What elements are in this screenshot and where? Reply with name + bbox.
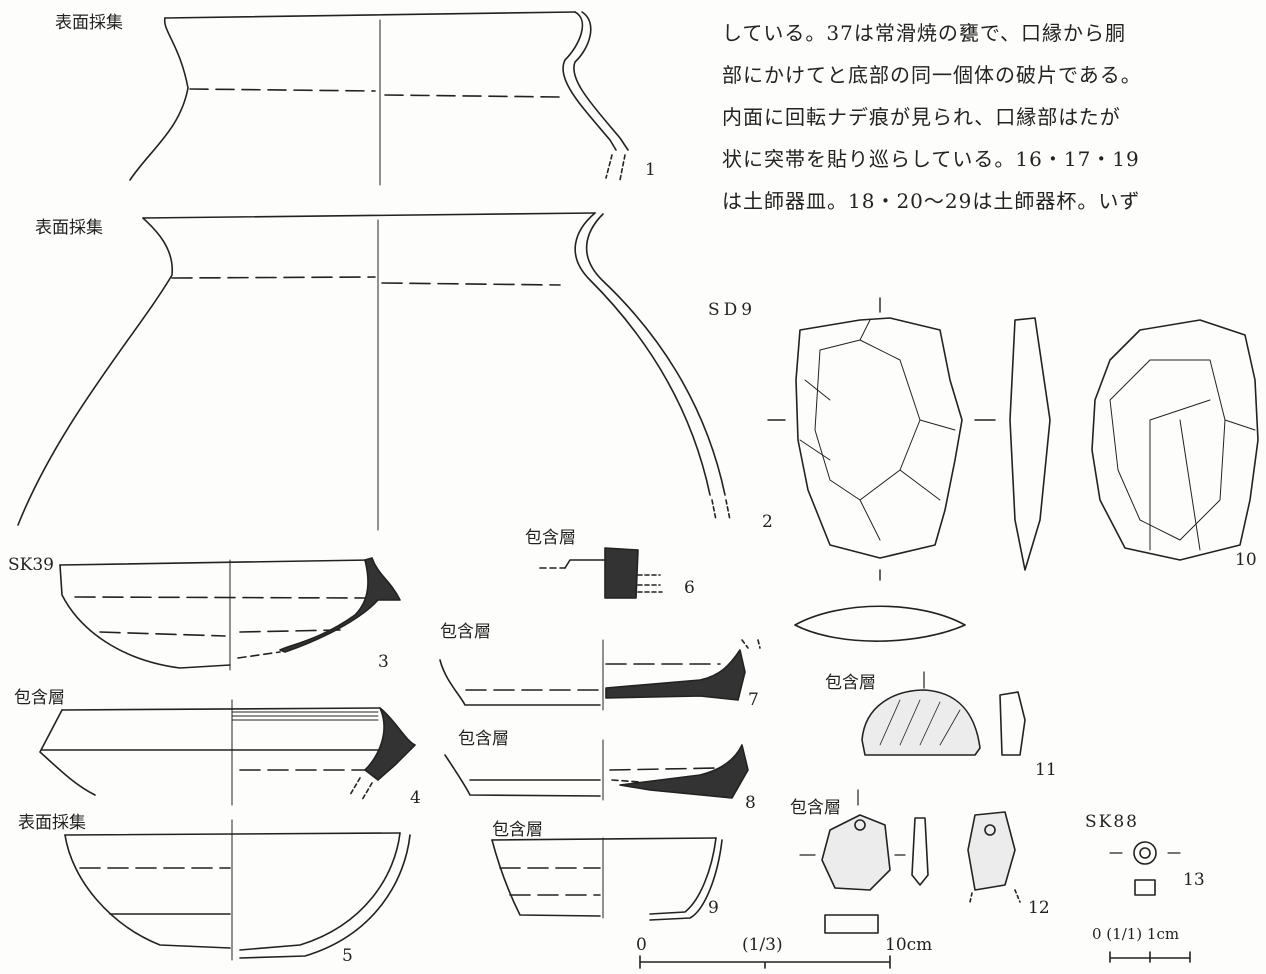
stone-tool-10 bbox=[1091, 319, 1259, 561]
pottery-drawing-6 bbox=[539, 547, 663, 599]
figure-number: 4 bbox=[410, 788, 421, 808]
scale-bar-small bbox=[1109, 951, 1191, 963]
paragraph-line: は土師器皿。18・20～29は土師器杯。いず bbox=[722, 189, 1141, 213]
figure-number: 10 bbox=[1235, 550, 1257, 570]
stone-tool-12 bbox=[799, 789, 1021, 934]
figure-number: 5 bbox=[342, 946, 353, 966]
figure-number: 6 bbox=[684, 578, 695, 598]
bead-13 bbox=[1109, 841, 1181, 896]
provenance-label: 包含層 bbox=[14, 688, 65, 708]
scale-zero-label: 0 bbox=[636, 935, 647, 955]
figure-number: 9 bbox=[708, 898, 719, 918]
paragraph-line: している。37は常滑焼の甕で、口縁から胴 bbox=[722, 21, 1127, 45]
figure-number: 7 bbox=[748, 690, 759, 710]
stone-tool-11 bbox=[861, 671, 1026, 756]
provenance-label: SD9 bbox=[708, 300, 757, 320]
pottery-drawing-7 bbox=[439, 639, 761, 711]
provenance-label: 包含層 bbox=[458, 729, 509, 749]
provenance-label: SK88 bbox=[1085, 812, 1139, 832]
provenance-label: 包含層 bbox=[492, 820, 543, 840]
provenance-label: 表面採集 bbox=[18, 813, 86, 833]
paragraph-line: 状に突帯を貼り巡らしている。16・17・19 bbox=[722, 147, 1140, 171]
figure-number: 3 bbox=[378, 652, 389, 672]
figure-number: 2 bbox=[762, 512, 773, 532]
scale-end-label: 10cm bbox=[885, 935, 933, 955]
pottery-drawing-1 bbox=[129, 11, 629, 186]
paragraph-line: 部にかけてと底部の同一個体の破片である。 bbox=[722, 63, 1142, 87]
figure-number: 12 bbox=[1028, 898, 1050, 918]
figure-number: 1 bbox=[645, 160, 656, 180]
pottery-drawing-9 bbox=[491, 837, 723, 921]
stone-tool-2 bbox=[767, 297, 1051, 642]
provenance-label: 包含層 bbox=[825, 673, 876, 693]
pottery-drawing-4 bbox=[39, 699, 416, 806]
figure-number: 13 bbox=[1183, 870, 1205, 890]
body-paragraph: している。37は常滑焼の甕で、口縁から胴 部にかけてと底部の同一個体の破片である… bbox=[722, 12, 1262, 222]
pottery-drawing-3 bbox=[59, 557, 401, 671]
scale-small-label: 0 (1/1) 1cm bbox=[1092, 925, 1180, 943]
provenance-label: 表面採集 bbox=[35, 218, 103, 238]
pottery-drawing-8 bbox=[444, 739, 749, 801]
provenance-label: 包含層 bbox=[525, 528, 576, 548]
pottery-drawing-2 bbox=[17, 212, 731, 531]
provenance-label: 包含層 bbox=[440, 622, 491, 642]
provenance-label: 表面採集 bbox=[55, 13, 123, 33]
pottery-drawing-5 bbox=[64, 819, 411, 961]
figure-number: 11 bbox=[1035, 760, 1057, 780]
provenance-label: 包含層 bbox=[790, 798, 841, 818]
figure-number: 8 bbox=[745, 793, 756, 813]
scale-ratio-label: (1/3) bbox=[742, 935, 783, 955]
paragraph-line: 内面に回転ナデ痕が見られ、口縁部はたが bbox=[722, 105, 1121, 129]
scale-bar-large bbox=[639, 955, 891, 969]
provenance-label: SK39 bbox=[8, 555, 54, 575]
